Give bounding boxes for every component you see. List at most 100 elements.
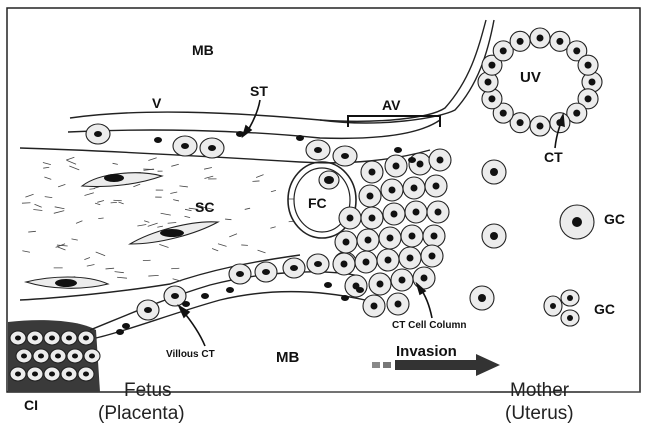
ct-column-cell — [425, 175, 447, 197]
stroma-fiber — [270, 227, 275, 228]
stroma-fiber — [67, 160, 76, 164]
ci-cell — [50, 349, 66, 363]
giant-cell — [560, 205, 594, 239]
ci-cell — [10, 367, 26, 381]
trophoblast-cell — [137, 300, 159, 320]
ct-column-cell — [357, 229, 379, 251]
stroma-fiber — [212, 248, 218, 250]
ct-column-cell — [401, 225, 423, 247]
ct-column-cell — [361, 161, 383, 183]
label-mb-top: MB — [192, 42, 214, 58]
st-nucleus — [226, 287, 234, 293]
stroma-fiber — [256, 175, 263, 178]
ci-cell — [61, 331, 77, 345]
stroma-fiber — [148, 158, 156, 161]
trophoblast-cell — [229, 264, 251, 284]
ci-cell-cluster — [8, 320, 100, 392]
stroma-fiber — [161, 213, 171, 215]
ct-column-cell — [355, 251, 377, 273]
stroma-fiber — [43, 163, 51, 165]
stroma-fiber — [95, 203, 100, 205]
stroma-fiber — [159, 244, 168, 247]
invading-trophoblast-cell — [482, 224, 506, 248]
stroma-fiber — [185, 209, 192, 210]
label-gc-lower: GC — [594, 301, 615, 317]
label-ct: CT — [544, 149, 563, 165]
trophoblast-cell — [283, 258, 305, 278]
stroma-fiber — [204, 168, 212, 170]
ct-column-cell — [345, 275, 367, 297]
ci-cell — [10, 331, 26, 345]
ci-cell — [67, 349, 83, 363]
st-nucleus — [154, 137, 162, 143]
stroma-fiber — [58, 247, 66, 250]
stroma-fiber — [87, 264, 95, 266]
stroma-fiber — [229, 234, 237, 237]
ct-column-cell — [369, 273, 391, 295]
stroma-fiber — [98, 218, 103, 219]
stroma-fiber — [89, 189, 94, 190]
label-gc-upper: GC — [604, 211, 625, 227]
ci-cell — [78, 331, 94, 345]
st-nucleus — [116, 329, 124, 335]
stroma-fiber — [218, 244, 227, 247]
axis-label-mother: Mother — [510, 380, 570, 401]
stroma-fiber — [66, 157, 74, 160]
stroma-fiber — [137, 224, 146, 226]
ct-column-cell — [361, 207, 383, 229]
ct-column-cell — [385, 155, 407, 177]
stroma-fiber — [258, 250, 266, 253]
giant-cell — [561, 290, 579, 306]
ct-column-cell — [359, 185, 381, 207]
trophoblast-cell — [173, 136, 197, 156]
stroma-fiber — [225, 219, 231, 220]
stroma-fiber — [71, 239, 77, 240]
ct-column-cell — [335, 231, 357, 253]
label-ct-cell-column: CT Cell Column — [392, 320, 466, 331]
stroma-fiber — [148, 275, 158, 276]
stroma-fiber — [148, 223, 158, 226]
stroma-fiber — [22, 251, 30, 252]
label-st: ST — [250, 83, 268, 99]
st-nucleus — [341, 295, 349, 301]
st-nucleus — [122, 323, 130, 329]
ct-column-cell — [403, 177, 425, 199]
stroma-fiber — [33, 209, 42, 210]
stroma-fiber — [133, 184, 140, 187]
stroma-fiber — [55, 207, 65, 209]
stroma-fiber — [25, 194, 33, 197]
label-villous-ct: Villous CT — [166, 349, 215, 360]
uterine-vessel-ct-cell — [510, 31, 530, 51]
stroma-fiber — [69, 166, 79, 170]
ct-column-cell — [409, 153, 431, 175]
ct-column-cell — [379, 227, 401, 249]
stroma-fiber — [43, 167, 49, 168]
stroma-fiber — [204, 176, 213, 178]
st-nucleus — [324, 282, 332, 288]
ct-column-cell — [429, 149, 451, 171]
stroma-fiber — [76, 221, 82, 224]
st-nucleus — [394, 147, 402, 153]
stroma-fiber — [168, 222, 177, 223]
st-nucleus — [408, 157, 416, 163]
stroma-fiber — [113, 163, 118, 164]
ct-column-cell — [363, 295, 385, 317]
axis-label-fetus: Fetus — [124, 380, 172, 401]
ci-cell — [44, 331, 60, 345]
ci-cell — [27, 367, 43, 381]
ct-column-cell — [383, 203, 405, 225]
label-av: AV — [382, 97, 401, 113]
stroma-fiber — [170, 192, 177, 194]
axis-label-uterus: (Uterus) — [505, 403, 574, 424]
ct-column-cell — [333, 253, 355, 275]
uterine-vessel-ct-cell — [530, 116, 550, 136]
trophoblast-cell — [333, 146, 357, 166]
ct-column-cell — [413, 267, 435, 289]
stroma-fiber — [84, 257, 90, 259]
stroma-fiber — [173, 279, 182, 281]
ct-column-cell — [387, 293, 409, 315]
giant-cell — [544, 296, 562, 316]
stroma-fiber — [54, 211, 64, 214]
invading-trophoblast-cell — [470, 286, 494, 310]
